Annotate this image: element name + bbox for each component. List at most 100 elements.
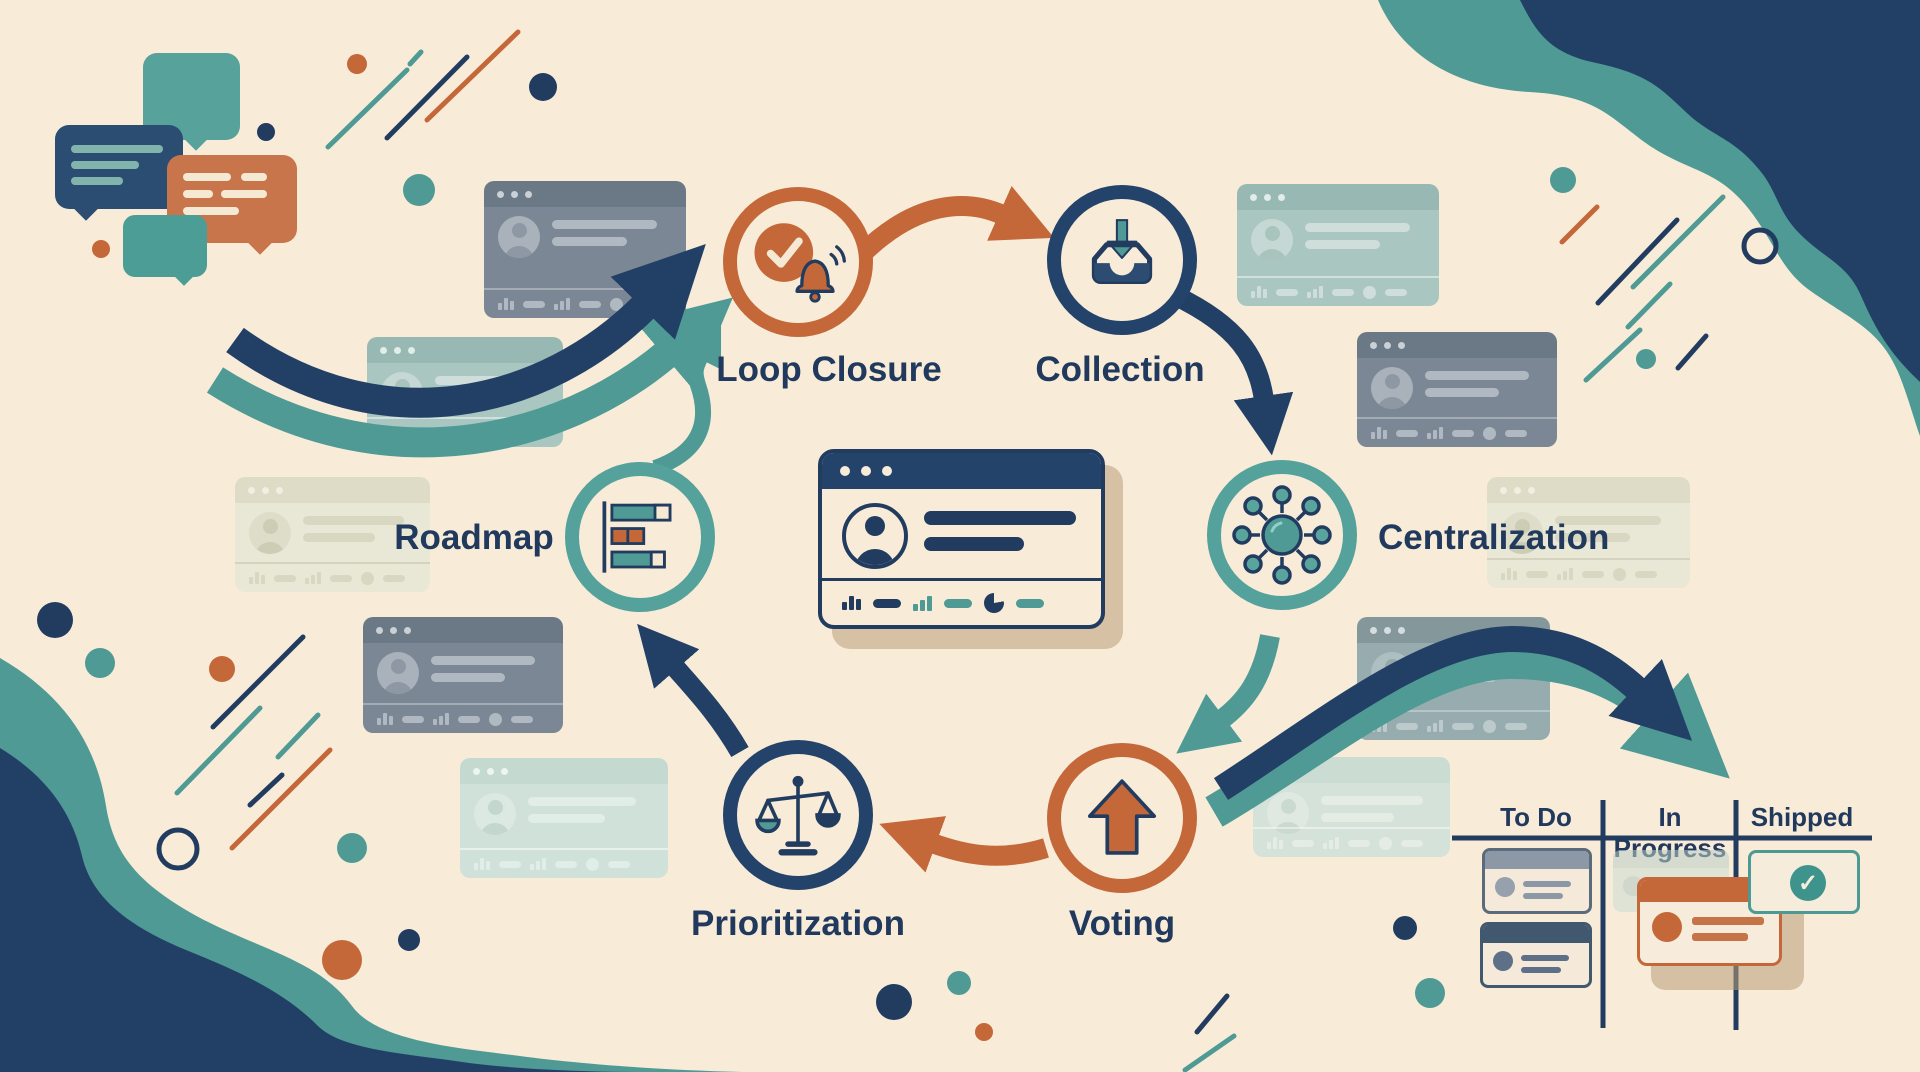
bar-chart-icon	[842, 596, 861, 610]
stat-dash	[944, 598, 972, 608]
stat-dash	[1396, 722, 1418, 730]
window-dot	[1384, 626, 1391, 634]
bar-chart-icon	[554, 298, 570, 310]
bar-chart-icon	[530, 858, 546, 870]
text-line	[431, 656, 535, 665]
stat-dash	[330, 574, 352, 582]
bar-chart-icon	[377, 713, 393, 725]
stat-dash	[1276, 288, 1298, 296]
window-dot	[262, 486, 269, 494]
window-dot	[1264, 193, 1271, 201]
window-dot	[1398, 341, 1405, 349]
arrow-sources-to-loop-navy	[226, 244, 706, 418]
window-titlebar	[484, 181, 686, 207]
text-line	[1321, 796, 1424, 805]
card-body	[1237, 210, 1439, 306]
window-dot	[487, 767, 494, 775]
window-dot	[501, 767, 508, 775]
text-line	[221, 190, 267, 198]
user-avatar-icon	[474, 793, 516, 835]
label-roadmap: Roadmap	[394, 518, 554, 557]
feedback-card	[1237, 184, 1439, 306]
check-badge-icon: ✓	[1790, 865, 1826, 901]
bar-chart-icon	[1323, 837, 1339, 849]
stat-dash	[579, 300, 601, 308]
text-line	[1692, 917, 1764, 925]
pie-chart-icon	[1613, 567, 1626, 581]
text-line	[1523, 881, 1571, 887]
card-footer	[363, 703, 563, 733]
text-line	[183, 173, 231, 181]
text-line	[431, 673, 505, 682]
node-prioritization	[723, 740, 873, 890]
user-avatar-icon	[1251, 219, 1293, 261]
user-avatar-icon	[377, 652, 419, 694]
navy-blob-top-right	[1520, 0, 1920, 382]
stat-dash	[1385, 288, 1407, 296]
arrow-prioritization-to-roadmap	[637, 623, 749, 758]
card-header-bar	[1483, 925, 1589, 943]
window-dot	[248, 486, 255, 494]
text-line	[1521, 955, 1569, 961]
arrow-voting-to-prioritization	[879, 816, 1049, 873]
text-line	[1555, 516, 1661, 525]
text-line	[183, 190, 213, 198]
pie-chart-icon	[1363, 285, 1376, 299]
bar-chart-icon	[474, 858, 490, 870]
feedback-card	[363, 617, 563, 733]
stat-dash	[274, 574, 296, 582]
card-body	[235, 503, 430, 592]
text-line	[1305, 223, 1411, 232]
user-avatar-icon	[1371, 367, 1413, 409]
hub-network-icon	[1232, 485, 1332, 585]
window-titlebar	[460, 758, 668, 784]
card-body	[1487, 503, 1690, 588]
outline-rings	[156, 227, 1779, 871]
window-dot	[861, 466, 871, 476]
bar-chart-icon	[249, 572, 265, 584]
feedback-card	[460, 758, 668, 878]
arrow-loop-to-collection	[854, 185, 1055, 262]
text-line	[1425, 371, 1529, 380]
card-footer	[235, 562, 430, 592]
node-voting	[1047, 743, 1197, 893]
label-centralization: Centralization	[1378, 518, 1610, 557]
window-titlebar	[235, 477, 430, 503]
stat-dash	[608, 860, 630, 868]
bar-chart-icon	[1251, 286, 1267, 298]
window-dot	[390, 626, 397, 634]
window-dot	[408, 346, 415, 354]
stat-dash	[402, 715, 424, 723]
window-dot	[1500, 486, 1507, 494]
avatar-dot	[1493, 951, 1513, 971]
text-line	[71, 161, 139, 169]
pie-chart-icon	[1483, 719, 1496, 733]
window-titlebar	[363, 617, 563, 643]
card-body	[1253, 783, 1450, 857]
stat-dash	[1635, 570, 1657, 578]
text-line	[1305, 240, 1380, 249]
inbox-download-icon	[1091, 219, 1153, 285]
bar-chart-icon	[1371, 427, 1387, 439]
label-voting: Voting	[1068, 904, 1176, 943]
card-body	[1357, 358, 1557, 447]
label-prioritization: Prioritization	[691, 904, 905, 943]
balance-scale-icon	[755, 775, 841, 856]
bar-chart-icon	[433, 713, 449, 725]
bar-chart-icon	[1501, 568, 1517, 580]
kanban-card-todo	[1480, 922, 1592, 988]
kanban-card-inprogress	[1637, 877, 1782, 966]
window-dot	[1528, 486, 1535, 494]
window-titlebar	[1487, 477, 1690, 503]
window-dot	[276, 486, 283, 494]
navy-blob-bottom-left	[0, 748, 648, 1072]
stat-dash	[458, 715, 480, 723]
window-dot	[1370, 626, 1377, 634]
gantt-bars-icon	[602, 501, 672, 573]
stat-dash	[1292, 839, 1314, 847]
window-dot	[1370, 341, 1377, 349]
window-titlebar	[367, 337, 563, 363]
card-footer	[822, 578, 1101, 625]
text-line	[71, 177, 123, 185]
